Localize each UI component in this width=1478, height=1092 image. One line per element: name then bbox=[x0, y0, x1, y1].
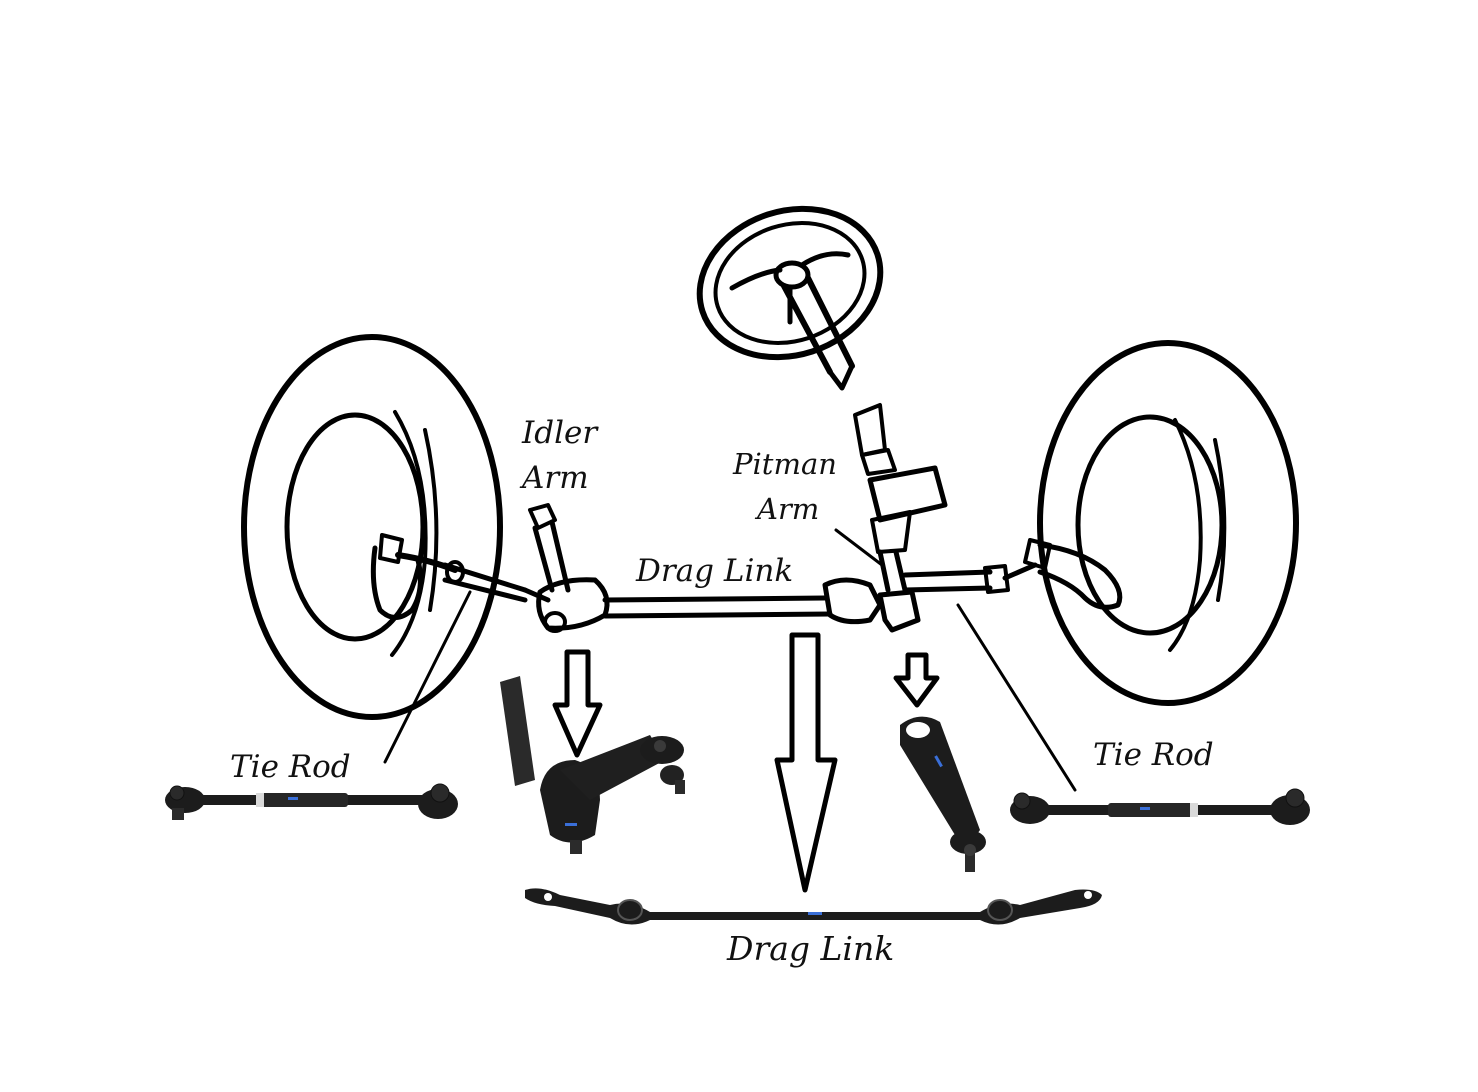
drag-link-label-top: Drag Link bbox=[636, 553, 794, 589]
tie-rod-part-left bbox=[165, 783, 458, 820]
tie-rod-part-right bbox=[1010, 788, 1310, 825]
leader-line-pitman-arm bbox=[834, 528, 884, 567]
pitman-arm-label-line2: Arm bbox=[757, 492, 820, 526]
idler-arm-label-line2: Arm bbox=[522, 460, 589, 496]
right-wheel bbox=[1023, 340, 1299, 706]
arrow-down-pitman bbox=[893, 652, 940, 708]
arrow-down-drag-link bbox=[774, 632, 838, 893]
idler-arm-part bbox=[500, 676, 685, 854]
idler-arm-vehicle bbox=[528, 503, 610, 633]
leader-line-tie-rod-right bbox=[956, 603, 1077, 792]
drag-link-vehicle bbox=[602, 577, 883, 625]
left-wheel bbox=[241, 334, 503, 720]
tie-rod-label-right: Tie Rod bbox=[1093, 737, 1214, 773]
tie-rod-label-left: Tie Rod bbox=[230, 749, 351, 785]
pitman-arm-part bbox=[900, 716, 986, 872]
leader-line-tie-rod-left bbox=[383, 590, 472, 764]
drag-link-label-bottom: Drag Link bbox=[727, 929, 895, 968]
pitman-arm-label-line1: Pitman bbox=[733, 447, 837, 481]
steering-wheel bbox=[696, 205, 884, 391]
idler-arm-label-line1: Idler bbox=[522, 415, 598, 451]
drag-link-part bbox=[525, 888, 1102, 925]
pitman-arm-vehicle bbox=[853, 403, 1038, 633]
arrow-down-idler bbox=[552, 649, 603, 758]
left-tie-rod-assembly bbox=[442, 560, 551, 603]
